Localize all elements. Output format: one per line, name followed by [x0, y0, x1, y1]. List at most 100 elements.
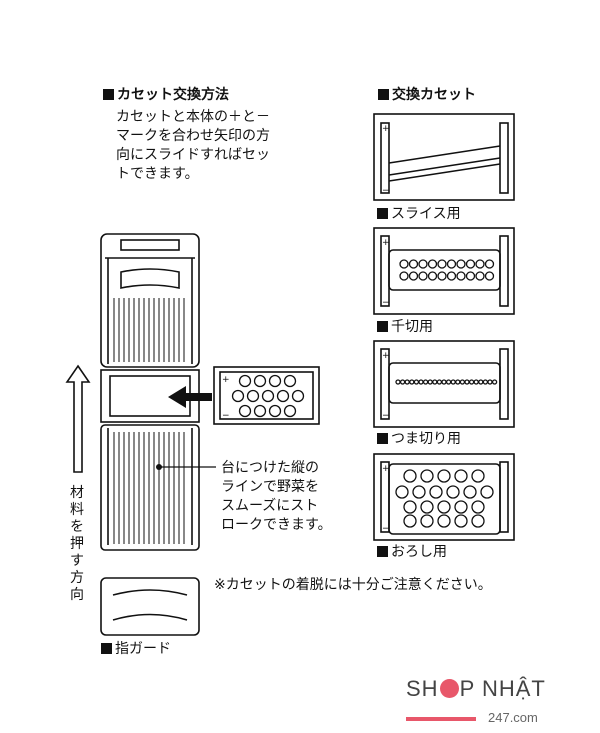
- cassette-grater: [373, 453, 515, 541]
- minus-marker: −: [382, 524, 390, 534]
- hole: [283, 404, 297, 418]
- hole: [408, 259, 419, 269]
- hole: [291, 389, 305, 403]
- hole: [253, 374, 267, 388]
- hole: [403, 514, 417, 528]
- hole: [427, 271, 438, 281]
- square-bullet-icon: [378, 89, 389, 100]
- method-heading: カセット交換方法: [103, 86, 229, 105]
- hole: [253, 404, 267, 418]
- method-line-1: カセットと本体の＋と－: [116, 109, 270, 125]
- square-bullet-icon: [103, 89, 114, 100]
- cassette-label-julienne: 千切用: [377, 318, 433, 337]
- hole: [413, 379, 420, 385]
- hole: [395, 485, 409, 499]
- hole: [420, 514, 434, 528]
- slicer-bottom-body: [100, 424, 200, 551]
- hole: [418, 379, 424, 385]
- hole: [420, 469, 434, 483]
- hole: [231, 389, 245, 403]
- hole: [455, 379, 461, 385]
- hole: [464, 379, 470, 385]
- callout-line-4: ロークできます。: [221, 517, 332, 533]
- method-line-3: 向にスライドすればセッ: [116, 147, 270, 163]
- minus-marker: −: [382, 186, 390, 196]
- hole: [429, 485, 443, 499]
- hole: [437, 469, 451, 483]
- hole: [283, 374, 297, 388]
- hole: [473, 379, 479, 385]
- square-bullet-icon: [377, 321, 388, 332]
- hole: [463, 485, 477, 499]
- minus-marker: −: [382, 411, 390, 421]
- hole: [261, 389, 275, 403]
- logo-underline: [406, 717, 476, 721]
- hole: [465, 259, 476, 269]
- minus-marker: −: [222, 411, 230, 421]
- hole: [487, 379, 493, 385]
- hole: [478, 379, 484, 385]
- hole: [403, 500, 417, 514]
- hole: [408, 271, 419, 281]
- cassette-slice: [373, 113, 515, 201]
- hole: [437, 259, 447, 269]
- insert-arrow-icon: [168, 386, 212, 408]
- hole: [399, 271, 409, 281]
- hole: [482, 379, 489, 385]
- hole: [484, 259, 495, 269]
- slicer-window: [120, 268, 180, 289]
- hole: [268, 374, 282, 388]
- hole: [446, 271, 457, 281]
- up-arrow-icon: [65, 364, 91, 473]
- cassette-label-slice: スライス用: [377, 205, 461, 224]
- logo-subtext: 247.com: [488, 710, 538, 725]
- hole: [475, 271, 485, 281]
- method-title: カセット交換方法: [117, 87, 229, 103]
- cassette-tsuma: [373, 340, 515, 428]
- hole: [454, 469, 468, 483]
- hole: [471, 514, 485, 528]
- hole: [418, 271, 428, 281]
- hole: [450, 379, 456, 385]
- hole: [437, 500, 451, 514]
- method-line-2: マークを合わせ矢印の方: [116, 128, 270, 144]
- hole: [445, 379, 452, 385]
- hole: [427, 379, 433, 385]
- hole: [399, 259, 409, 269]
- hole: [404, 379, 410, 385]
- hole: [399, 379, 406, 385]
- callout-line-3: スムーズにスト: [221, 498, 319, 514]
- direction-label: 材料を押す方向: [70, 485, 84, 603]
- slicer-top-body: [100, 233, 200, 368]
- hole: [491, 379, 498, 385]
- square-bullet-icon: [377, 433, 388, 444]
- plus-marker: +: [222, 375, 230, 385]
- caution-note: ※カセットの着脱には十分ご注意ください。: [214, 577, 492, 593]
- logo-dot-icon: [439, 679, 459, 698]
- hole: [412, 485, 426, 499]
- hole: [422, 379, 429, 385]
- hole: [484, 271, 495, 281]
- hole: [238, 374, 252, 388]
- plus-marker: +: [382, 351, 390, 361]
- hole: [276, 389, 290, 403]
- minus-marker: −: [382, 298, 390, 308]
- hole: [475, 259, 485, 269]
- hole: [456, 259, 466, 269]
- hole: [246, 389, 260, 403]
- hole: [446, 259, 457, 269]
- callout-line-1: 台につけた縦の: [221, 460, 319, 476]
- hole: [441, 379, 447, 385]
- cassettes-title: 交換カセット: [392, 87, 476, 103]
- hole: [238, 404, 252, 418]
- cassettes-heading: 交換カセット: [378, 86, 476, 105]
- hole: [418, 259, 428, 269]
- plus-marker: +: [382, 464, 390, 474]
- finger-guard-caption: 指ガード: [101, 640, 171, 659]
- hole: [465, 271, 476, 281]
- hole: [437, 514, 451, 528]
- square-bullet-icon: [377, 208, 388, 219]
- plus-marker: +: [382, 124, 390, 134]
